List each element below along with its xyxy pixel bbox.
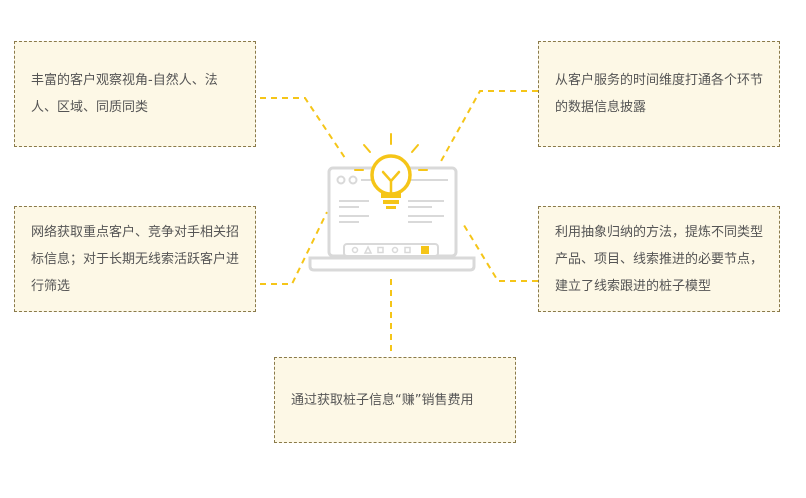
info-box-tender-info: 网络获取重点客户、竞争对手相关招标信息；对于长期无线索活跃客户进行筛选 bbox=[14, 206, 256, 312]
connector-top-left bbox=[260, 97, 346, 159]
info-box-customer-perspective: 丰富的客户观察视角-自然人、法人、区域、同质同类 bbox=[14, 41, 256, 147]
connector-mid-right bbox=[461, 221, 538, 282]
info-box-text: 网络获取重点客户、竞争对手相关招标信息；对于长期无线索活跃客户进行筛选 bbox=[31, 224, 240, 294]
connector-mid-left bbox=[260, 211, 328, 285]
info-box-text: 丰富的客户观察视角-自然人、法人、区域、同质同类 bbox=[31, 73, 218, 115]
connector-lines bbox=[260, 90, 538, 355]
info-box-text: 从客户服务的时间维度打通各个环节的数据信息披露 bbox=[555, 73, 764, 115]
laptop-lightbulb-icon bbox=[308, 133, 476, 272]
info-box-text: 利用抽象归纳的方法，提炼不同类型产品、项目、线索推进的必要节点，建立了线索跟进的… bbox=[555, 224, 764, 294]
info-box-stake-model: 利用抽象归纳的方法，提炼不同类型产品、项目、线索推进的必要节点，建立了线索跟进的… bbox=[538, 206, 780, 312]
info-box-text: 通过获取桩子信息“赚”销售费用 bbox=[291, 392, 474, 408]
info-box-sales-fee: 通过获取桩子信息“赚”销售费用 bbox=[274, 357, 516, 443]
connector-top-right bbox=[439, 90, 538, 164]
info-box-time-dimension: 从客户服务的时间维度打通各个环节的数据信息披露 bbox=[538, 41, 780, 147]
